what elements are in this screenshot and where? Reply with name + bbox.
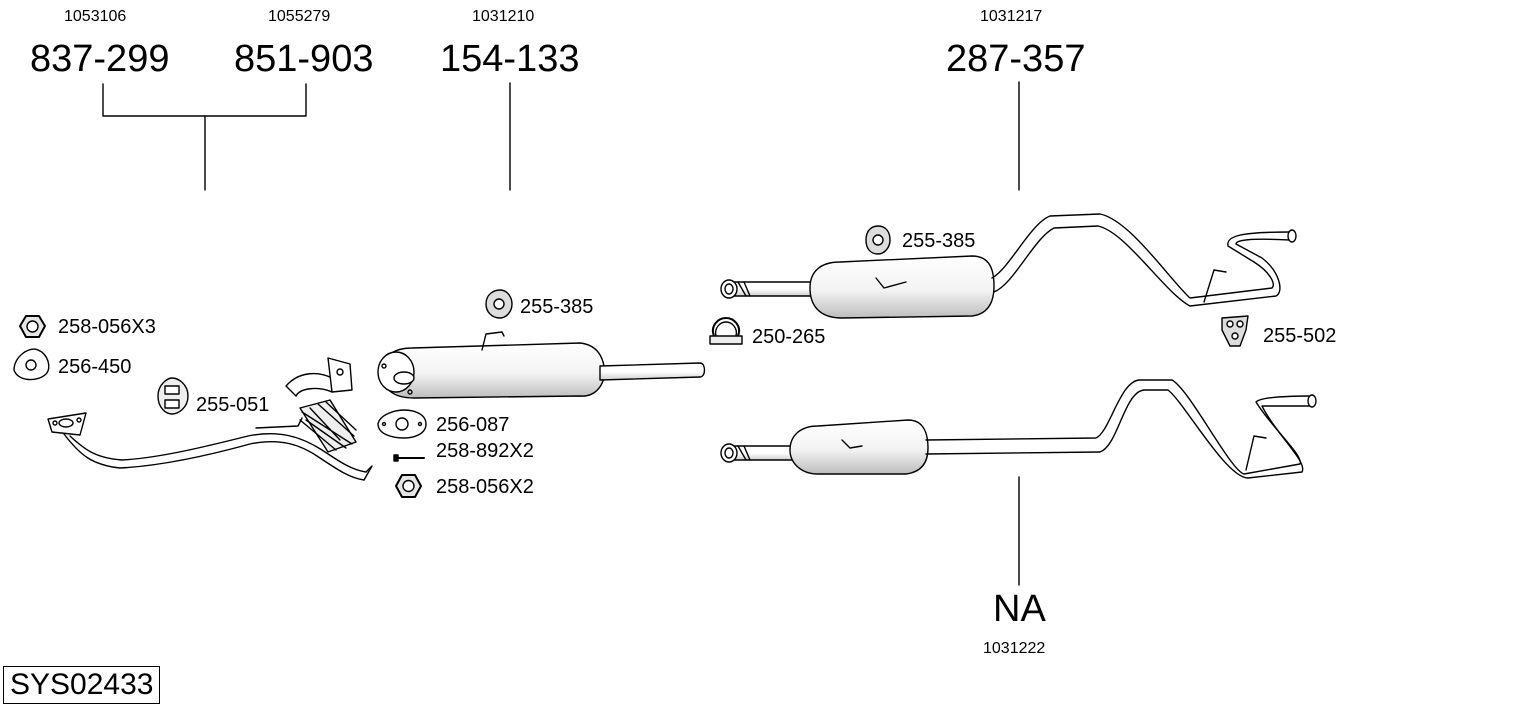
- pipe-clamp-icon: [709, 317, 743, 345]
- assembly-ref: 1055279: [268, 8, 331, 25]
- accessory-label: 258-056X2: [436, 476, 534, 498]
- assembly-ref: 1031217: [980, 8, 1043, 25]
- assembly-part-number: 837-299: [30, 38, 170, 80]
- accessory-label: 258-056X3: [58, 316, 156, 338]
- assembly-part-number: NA: [993, 588, 1046, 630]
- rubber-hanger-icon: [157, 377, 189, 415]
- assembly-ref: 1053106: [64, 8, 127, 25]
- hex-nut-icon: [395, 474, 422, 498]
- triangular-gasket-icon: [13, 348, 50, 381]
- accessory-label: 250-265: [752, 326, 826, 348]
- rear-muffler-upper: [720, 213, 1297, 319]
- middle-muffler: [377, 331, 706, 399]
- accessory-label: 255-051: [196, 394, 270, 416]
- accessory-label: 256-450: [58, 356, 132, 378]
- bracket-hanger-icon: [1221, 315, 1249, 347]
- accessory-label: 255-385: [520, 296, 594, 318]
- rubber-ring-hanger-icon: [865, 225, 891, 255]
- assembly-ref: 1031210: [472, 8, 535, 25]
- rear-muffler-lower: [720, 379, 1317, 479]
- assembly-part-number: 287-357: [946, 38, 1086, 80]
- oval-gasket-icon: [377, 409, 427, 439]
- accessory-label: 258-892X2: [436, 440, 534, 462]
- assembly-part-number: 154-133: [440, 38, 580, 80]
- accessory-label: 255-502: [1263, 325, 1337, 347]
- assembly-ref: 1031222: [983, 640, 1046, 657]
- leader-lines: [102, 81, 1020, 586]
- rubber-ring-hanger-icon: [485, 289, 513, 319]
- bolt-icon: [393, 454, 425, 462]
- assembly-part-number: 851-903: [234, 38, 374, 80]
- hex-nut-icon: [19, 315, 46, 338]
- accessory-label: 256-087: [436, 414, 510, 436]
- system-code: SYS02433: [3, 666, 161, 704]
- accessory-label: 255-385: [902, 230, 976, 252]
- front-pipe: [47, 357, 373, 481]
